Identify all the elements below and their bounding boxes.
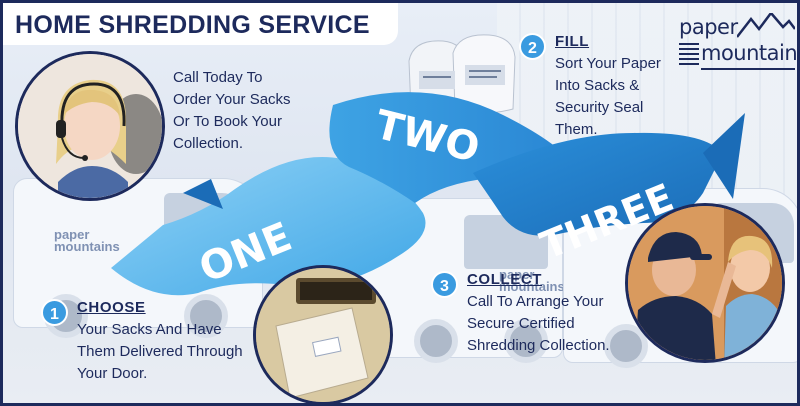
intro-line: Call Today To (173, 69, 263, 86)
step-2-line: Security Seal (555, 99, 644, 116)
step-3-badge: 3 (431, 271, 458, 298)
collection-driver-photo (625, 203, 785, 363)
logo-text-mountains: mountains (701, 41, 800, 65)
letterbox-delivery-photo (253, 265, 393, 403)
intro-line: Order Your Sacks (173, 91, 291, 108)
step-3-line: Shredding Collection. (467, 337, 610, 354)
page-title: HOME SHREDDING SERVICE (15, 11, 370, 39)
van-text-line2: mountains (499, 279, 565, 294)
van-text-line2: mountains (54, 239, 120, 254)
step-3-line: Secure Certified (467, 315, 575, 332)
headset-agent-illustration (18, 54, 162, 198)
paper-mountains-logo: paper mountains (679, 13, 797, 77)
step-1-heading: CHOOSE (77, 299, 146, 316)
intro-line: Collection. (173, 135, 244, 152)
step-1-line: Your Door. (77, 365, 148, 382)
step-2-line: Into Sacks & (555, 77, 640, 94)
step-2-badge: 2 (519, 33, 546, 60)
step-2-line: Them. (555, 121, 598, 138)
one-two-three-ribbon: ONE TWO THREE (111, 92, 745, 296)
step-1-line: Them Delivered Through (77, 343, 243, 360)
title-box: HOME SHREDDING SERVICE (3, 3, 398, 45)
step-2-line: Sort Your Paper (555, 55, 661, 72)
mountains-icon (737, 13, 795, 38)
step-1-badge: 1 (41, 299, 68, 326)
step-3-heading: COLLECT (467, 271, 543, 288)
step-3-line: Call To Arrange Your (467, 293, 604, 310)
intro-copy: Call Today To Order Your Sacks Or To Boo… (173, 67, 291, 155)
step-2-copy: FILL Sort Your Paper Into Sacks & Securi… (555, 31, 661, 141)
logo-underline (701, 68, 795, 70)
step-3-copy: COLLECT Call To Arrange Your Secure Cert… (467, 269, 610, 357)
intro-line: Or To Book Your (173, 113, 282, 130)
logo-text-paper: paper (679, 15, 738, 39)
step-2-heading: FILL (555, 33, 590, 50)
call-agent-photo (15, 51, 165, 201)
step-1-copy: CHOOSE Your Sacks And Have Them Delivere… (77, 297, 243, 385)
logo-stripes (679, 43, 699, 65)
van-text-line1: paper (499, 267, 535, 282)
van-text-line1: paper (54, 227, 90, 242)
step-1-line: Your Sacks And Have (77, 321, 222, 338)
